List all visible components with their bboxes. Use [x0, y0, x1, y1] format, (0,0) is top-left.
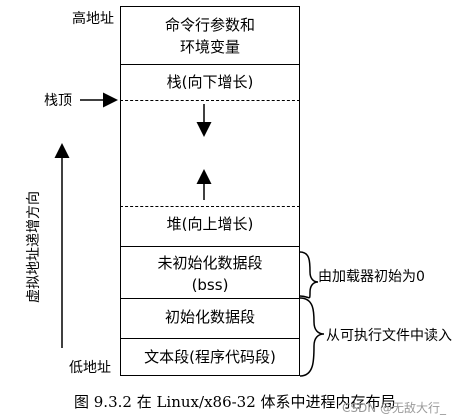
args-env-line1: 命令行参数和	[164, 16, 255, 34]
stack-segment: 栈(向下增长)	[120, 71, 300, 95]
file-read-brace	[299, 297, 325, 377]
data-segment: 初始化数据段	[120, 306, 300, 330]
bss-segment: 未初始化数据段 (bss)	[120, 252, 300, 296]
heap-dashed-line	[120, 206, 300, 207]
divider-bss-bottom	[120, 298, 300, 299]
stack-top-label: 栈顶	[44, 93, 72, 109]
stack-dashed-line	[120, 100, 300, 101]
bss-annotation: 由加载器初始为0	[318, 269, 425, 285]
low-address-label: 低地址	[69, 360, 111, 376]
args-env-segment: 命令行参数和 环境变量	[120, 14, 300, 60]
divider-data-bottom	[120, 338, 300, 339]
file-read-annotation: 从可执行文件中读入	[326, 328, 452, 344]
bss-line1: 未初始化数据段	[157, 254, 263, 272]
bss-line2: (bss)	[191, 276, 229, 294]
divider-args	[120, 64, 300, 65]
watermark: CSDN @无敌大行_	[342, 401, 447, 415]
args-env-line2: 环境变量	[179, 38, 240, 56]
heap-label: 堆(向上增长)	[166, 215, 254, 233]
figure-caption: 图 9.3.2 在 Linux/x86-32 体系中进程内存布局	[74, 393, 396, 411]
bss-brace	[299, 251, 319, 299]
memory-layout-box	[120, 6, 300, 376]
divider-heap-bottom	[120, 246, 300, 247]
text-segment: 文本段(程序代码段)	[120, 346, 300, 370]
high-address-label: 高地址	[72, 11, 114, 27]
data-label: 初始化数据段	[164, 308, 255, 326]
text-label: 文本段(程序代码段)	[144, 348, 276, 366]
stack-label: 栈(向下增长)	[166, 73, 254, 91]
heap-segment: 堆(向上增长)	[120, 213, 300, 237]
